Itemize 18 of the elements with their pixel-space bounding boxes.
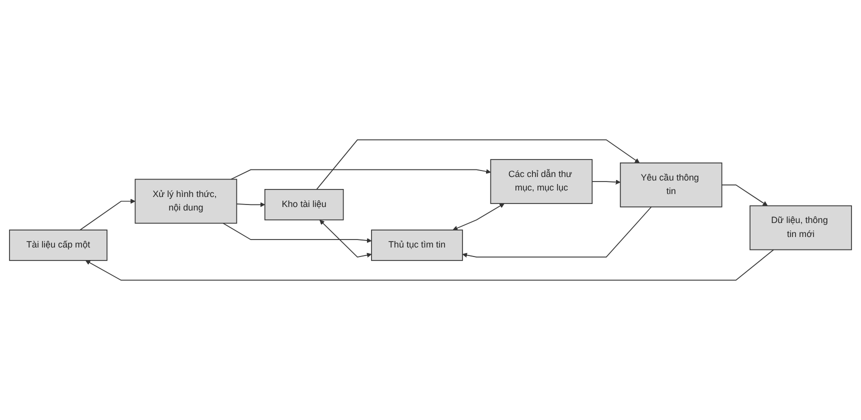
arrow bbox=[85, 249, 774, 281]
arrow bbox=[320, 220, 372, 258]
node-box: Các chỉ dẫn thư mục, mục lục bbox=[490, 159, 593, 204]
arrow bbox=[222, 222, 372, 243]
arrow bbox=[462, 206, 652, 258]
node-box: Tài liệu cấp một bbox=[9, 230, 108, 261]
arrow bbox=[230, 169, 491, 180]
arrow bbox=[721, 184, 768, 206]
node-box: Xử lý hình thức, nội dung bbox=[134, 178, 238, 224]
arrow bbox=[316, 139, 640, 190]
node-box: Kho tài liệu bbox=[264, 189, 344, 220]
node-box: Yêu cầu thông tin bbox=[620, 162, 722, 208]
arrow bbox=[592, 180, 621, 184]
arrow bbox=[452, 203, 504, 230]
node-box: Dữ liệu, thông tin mới bbox=[750, 205, 852, 250]
arrow bbox=[236, 202, 266, 208]
node-box: Thủ tục tìm tin bbox=[371, 230, 463, 261]
arrow bbox=[80, 198, 136, 230]
